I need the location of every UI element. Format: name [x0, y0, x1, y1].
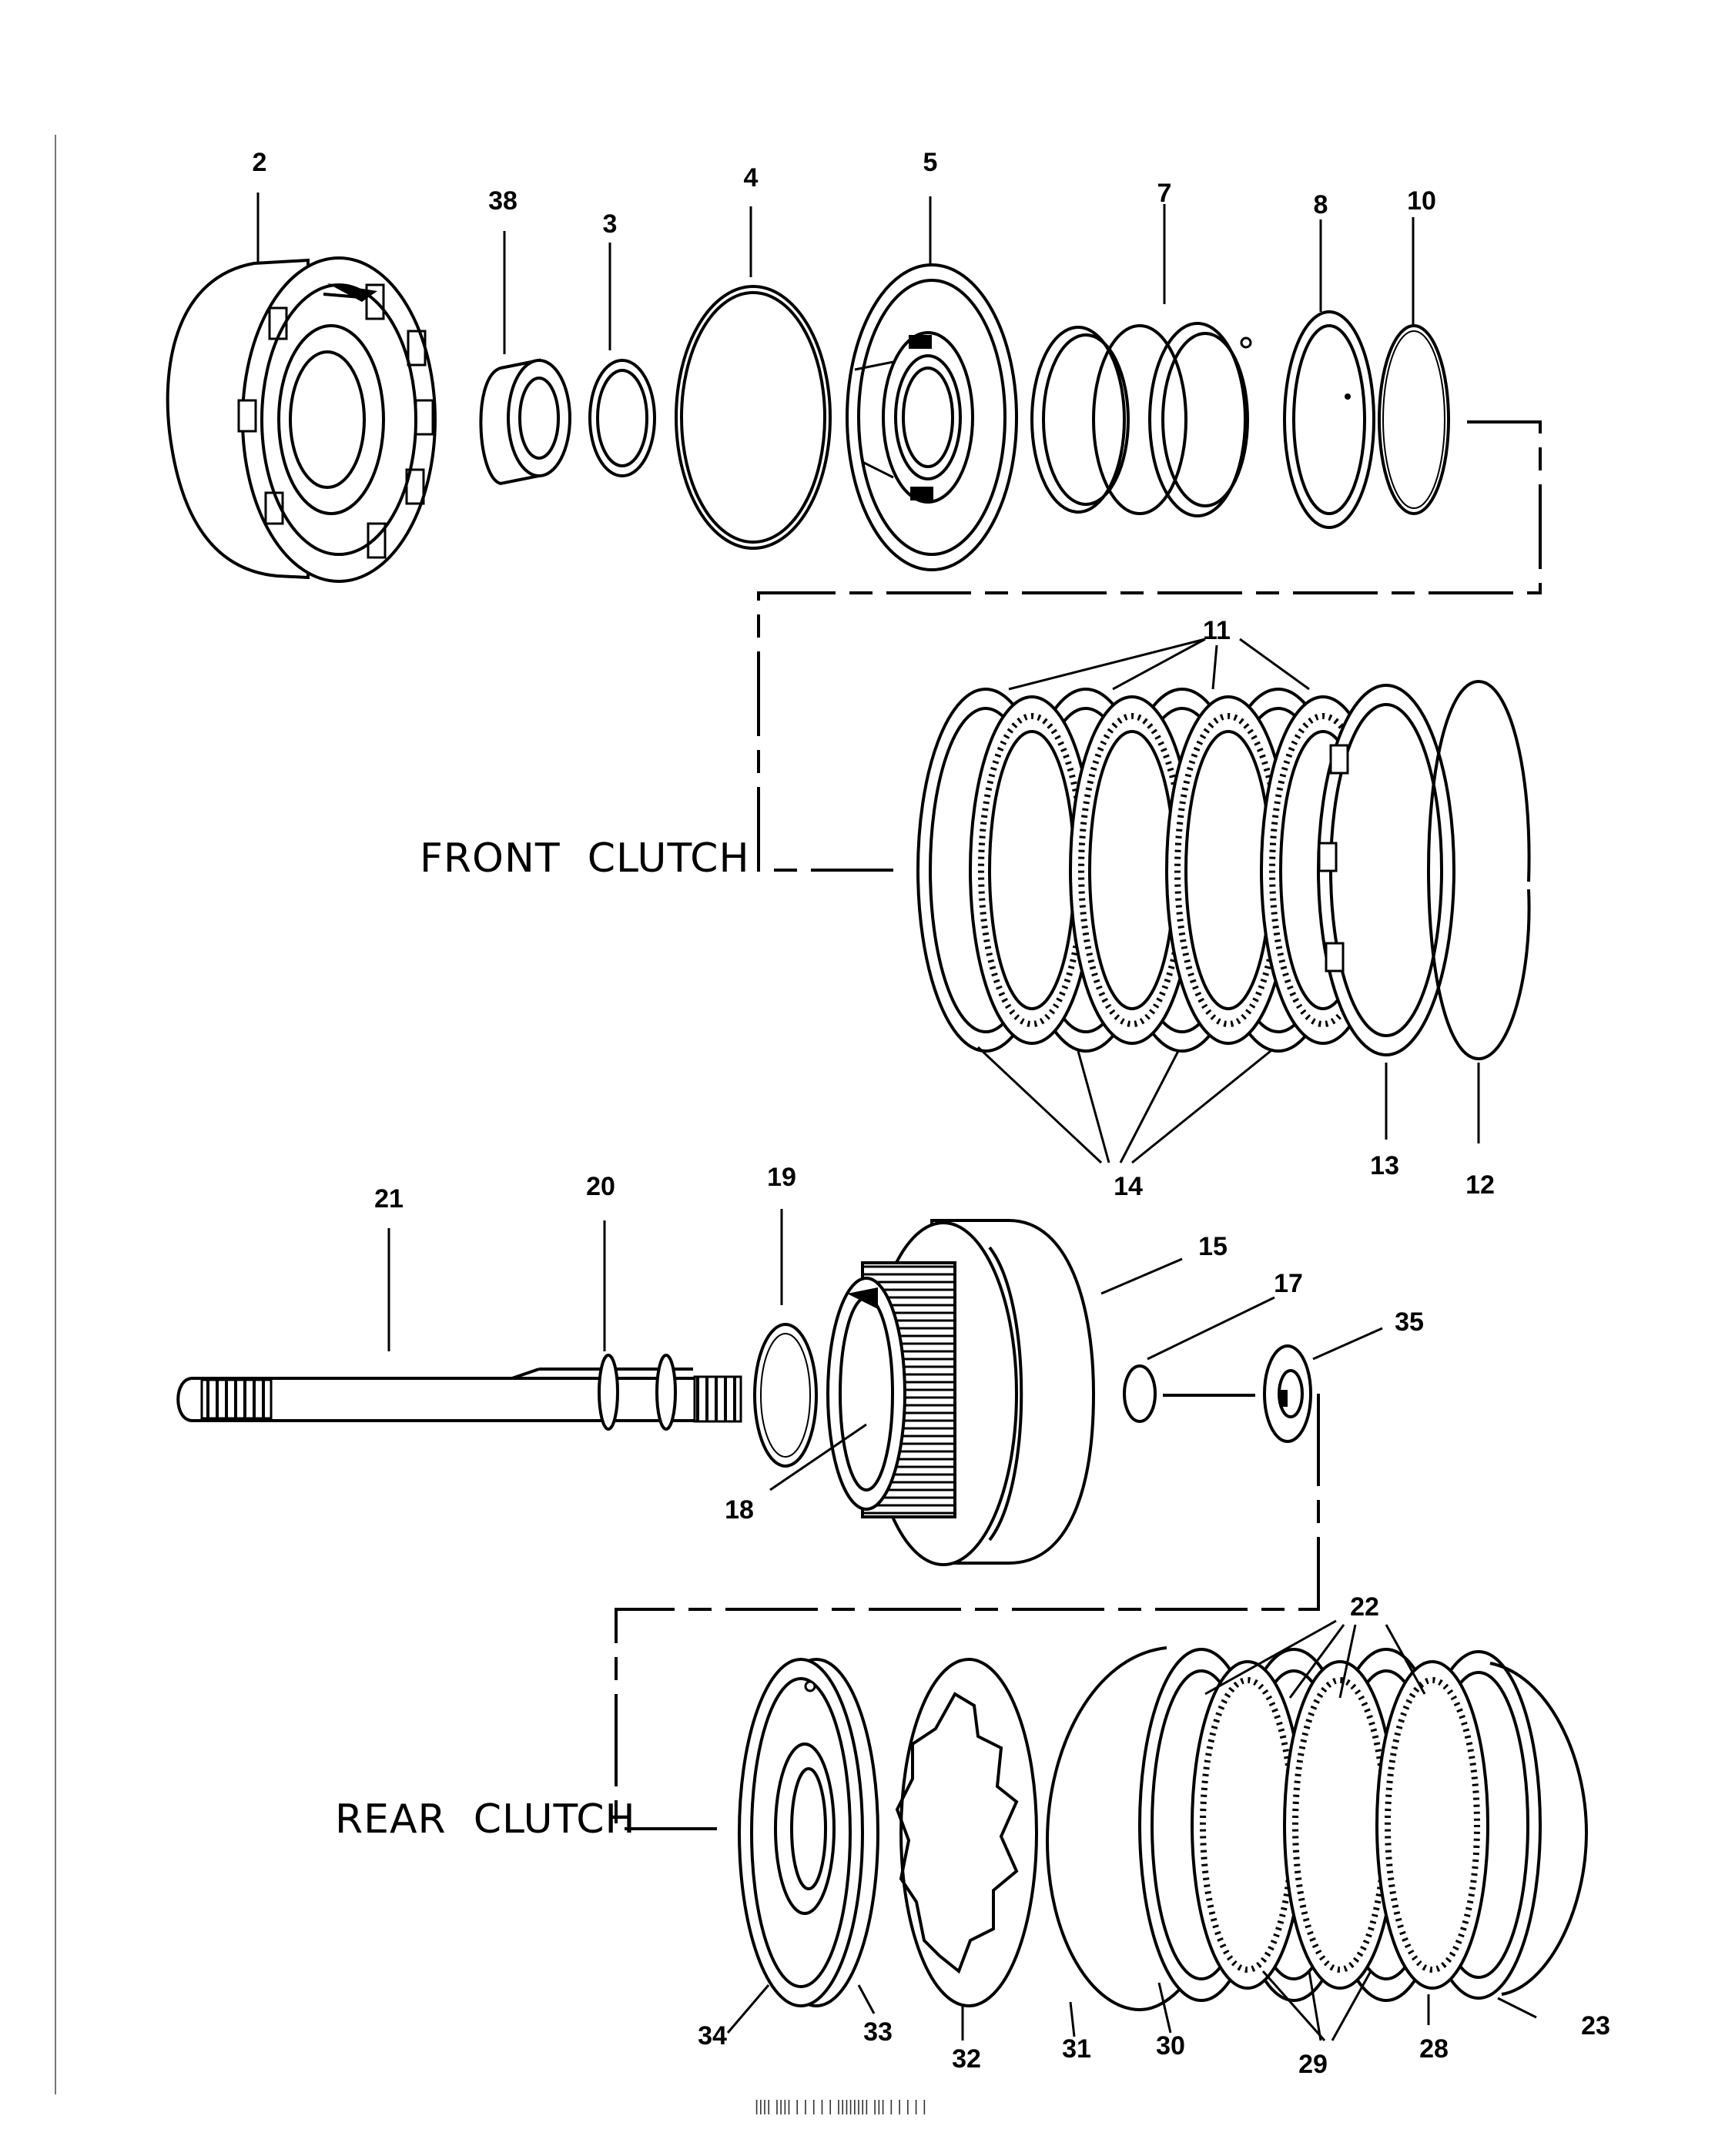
- label-15: 15: [1198, 1232, 1228, 1261]
- label-38: 38: [488, 186, 518, 216]
- label-28: 28: [1419, 2034, 1449, 2064]
- label-8: 8: [1314, 190, 1328, 219]
- leader-top-to-front-clutch: [757, 420, 1542, 872]
- pressure-plate-13: [1317, 684, 1455, 1056]
- label-5: 5: [923, 148, 938, 177]
- front-clutch-pack: [916, 679, 1531, 1061]
- snap-ring-10: [1378, 324, 1450, 515]
- footer-text: |||| |||| | | | | | |||||||| ||| | | | |…: [755, 2098, 926, 2115]
- label-7: 7: [1157, 179, 1172, 208]
- label-22: 22: [1350, 1592, 1379, 1622]
- leaders-11: [1008, 638, 1310, 691]
- label-11: 11: [1203, 616, 1231, 645]
- label-18: 18: [725, 1495, 754, 1525]
- rear-clutch-piston-33-34: [738, 1658, 879, 2007]
- snap-ring-23: [1489, 1662, 1589, 1996]
- label-21: 21: [374, 1184, 404, 1214]
- leaders-22: [1204, 1619, 1426, 1699]
- front-clutch-retainer: [166, 256, 437, 583]
- rear-clutch-title: REAR CLUTCH: [335, 1796, 636, 1843]
- label-30: 30: [1156, 2031, 1185, 2061]
- label-4: 4: [744, 163, 759, 192]
- snap-ring-17: [1123, 1364, 1157, 1423]
- label-2: 2: [253, 148, 267, 177]
- leader-mid-to-rear-clutch: [615, 1394, 1320, 1830]
- label-32: 32: [952, 2044, 981, 2074]
- seal-rings-20: [598, 1354, 677, 1431]
- spring-7: [1030, 322, 1252, 517]
- front-clutch-title: FRONT CLUTCH: [420, 835, 750, 882]
- label-20: 20: [586, 1172, 615, 1201]
- rear-clutch-pack: [1138, 1648, 1589, 2002]
- wave-spring-32: [895, 1658, 1038, 2007]
- label-31: 31: [1062, 2034, 1091, 2064]
- label-33: 33: [863, 2017, 893, 2047]
- seal-ring-4: [675, 285, 832, 550]
- seal-ring-19: [753, 1323, 818, 1468]
- label-3: 3: [603, 209, 618, 239]
- label-10: 10: [1407, 186, 1436, 216]
- label-17: 17: [1274, 1269, 1303, 1298]
- snap-ring-12: [1426, 679, 1531, 1061]
- label-19: 19: [767, 1163, 796, 1192]
- seal-ring-3: [588, 359, 656, 477]
- retainer-8: [1283, 310, 1375, 529]
- label-13: 13: [1370, 1151, 1399, 1180]
- label-29: 29: [1298, 2050, 1328, 2079]
- input-shaft-21: [176, 1368, 742, 1423]
- rear-clutch-retainer-15: [826, 1219, 1096, 1566]
- leaders-14: [976, 1046, 1271, 1164]
- label-14: 14: [1114, 1172, 1143, 1201]
- bushing-38: [479, 358, 571, 486]
- friction-discs-22: [1191, 1660, 1489, 1990]
- piston-5: [846, 263, 1018, 571]
- label-23: 23: [1581, 2011, 1610, 2040]
- friction-discs-11: [969, 695, 1386, 1045]
- label-35: 35: [1395, 1307, 1424, 1337]
- thrust-washer-35: [1263, 1344, 1312, 1443]
- misc-leaders: [256, 192, 1537, 2040]
- leaders-29: [1261, 1970, 1372, 2041]
- label-34: 34: [698, 2021, 727, 2051]
- label-12: 12: [1465, 1170, 1495, 1200]
